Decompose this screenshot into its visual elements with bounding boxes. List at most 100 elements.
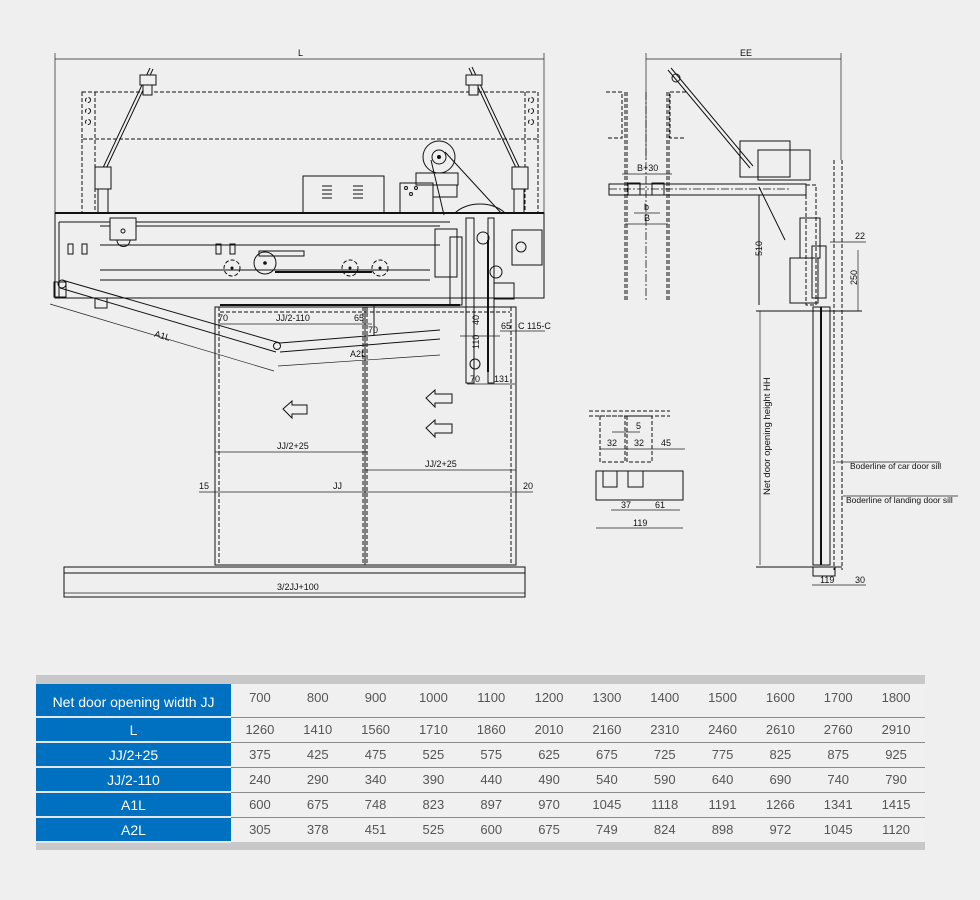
dim-B-plus-30: B+30 [637,163,658,173]
table-cell: 740 [809,767,868,793]
table-cell: 725 [635,742,694,768]
table-cell: 475 [346,742,405,768]
table-cell: 2010 [520,717,578,743]
table-cell: 375 [231,742,289,768]
table-cell: 2610 [751,717,810,743]
door-sill [63,566,526,598]
table-cell: 825 [751,742,810,768]
table-cell: 972 [751,817,810,842]
table-cell: 378 [288,817,347,842]
table-cell: 1045 [577,792,636,818]
sill-detail: 5 32 32 45 37 61 119 [589,410,685,529]
table-cell: 925 [867,742,925,768]
table-cell: 2460 [693,717,752,743]
table-cell: 800 [288,684,347,718]
table-cell: 1500 [693,684,752,718]
dim-119-side: 119 [820,575,834,585]
table-cell: 2760 [809,717,868,743]
dim-B: B [644,213,650,223]
dim-70-mid: 70 [368,325,378,335]
table-cell: 1415 [867,792,925,818]
table-cell: 675 [577,742,636,768]
dim-32-a: 32 [607,438,617,448]
dim-15: 15 [199,481,209,491]
row-header: JJ/2+25 [36,742,231,768]
table-cell: 775 [693,742,752,768]
dim-b: b [644,202,649,212]
row-header: L [36,717,231,743]
dim-sill-width: 3/2JJ+100 [277,582,319,592]
table-cell: 290 [288,767,347,793]
dim-EE: EE [740,48,752,58]
dim-37: 37 [621,500,631,510]
table-cell: 748 [346,792,405,818]
dim-jj-half-plus-25-left: JJ/2+25 [277,441,309,451]
arrow-left-icon [425,388,453,409]
table-cell: 2160 [577,717,636,743]
table-cell: 305 [231,817,289,842]
table-cell: 690 [751,767,810,793]
table-cell: 1100 [462,684,521,718]
dim-jj-half-minus-110: JJ/2-110 [276,313,310,323]
table-cell: 1410 [288,717,347,743]
dim-32-b: 32 [634,438,644,448]
row-header: A2L [36,817,231,843]
dim-115-c: 115-C [527,321,551,331]
dim-20: 20 [523,481,533,491]
table-cell: 1118 [635,792,694,818]
table-cell: 1120 [867,817,925,842]
dim-65-side: 65 [501,321,511,331]
table-cell: 625 [520,742,578,768]
table-cell: 700 [231,684,289,718]
table-cell: 575 [462,742,521,768]
controller-box [302,175,385,214]
dim-70-left: 70 [218,313,228,323]
table-cell: 490 [520,767,578,793]
dim-131: 131 [494,374,509,384]
dim-250: 250 [849,270,859,285]
dim-jj: JJ [333,481,342,491]
table-cell: 340 [346,767,405,793]
table-cell: 1400 [635,684,694,718]
table-cell: 2310 [635,717,694,743]
door-operator-drawing: L [49,48,958,598]
table-cell: 1341 [809,792,868,818]
table-cell: 600 [462,817,521,842]
table-cell: 898 [693,817,752,842]
table-cell: 675 [288,792,347,818]
dim-5: 5 [636,421,641,431]
table-cell: 425 [288,742,347,768]
front-view: L [49,48,551,598]
table-cell: 1600 [751,684,810,718]
table-cell: 640 [693,767,752,793]
table-cell: 900 [346,684,405,718]
dim-30: 30 [855,575,865,585]
table-cell: 823 [404,792,463,818]
dim-110: 110 [471,335,481,349]
table-cell: 749 [577,817,636,842]
table-cell: 675 [520,817,578,842]
table-cell: 525 [404,817,463,842]
table-cell: 875 [809,742,868,768]
table-cell: 390 [404,767,463,793]
dim-45: 45 [661,438,671,448]
table-cell: 1191 [693,792,752,818]
landing-door-sill-callout: Boderline of landing door sill [846,495,953,505]
table-cell: 1266 [751,792,810,818]
net-height-label: Net door opening height HH [762,377,773,495]
dim-70-bottom: 70 [470,374,480,384]
side-view: EE B+30 b B 510 22 250 [606,48,958,586]
table-cell: 451 [346,817,405,842]
table-cell: 540 [577,767,636,793]
arrow-left-icon [282,399,308,420]
table-cell: 600 [231,792,289,818]
table-cell: 590 [635,767,694,793]
dim-jj-half-plus-25-right: JJ/2+25 [425,459,457,469]
arrow-left-icon [425,418,453,439]
right-door-panel [364,306,517,566]
table-cell: 1710 [404,717,463,743]
